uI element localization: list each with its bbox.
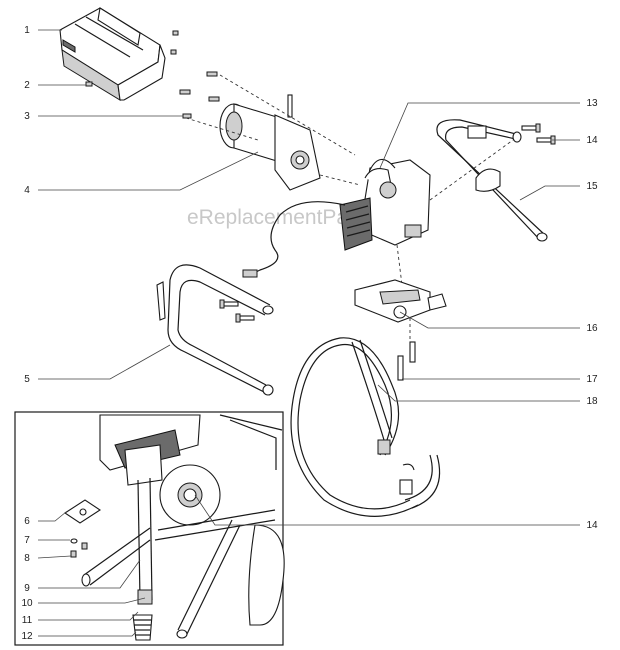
assembly-dash-line bbox=[219, 74, 356, 156]
assembly-dash-line bbox=[185, 117, 259, 141]
callout-label: 16 bbox=[586, 323, 598, 334]
power-cord bbox=[249, 201, 346, 276]
motor-assembly-part bbox=[219, 94, 321, 191]
handle-part bbox=[436, 119, 548, 242]
callout-label: 13 bbox=[586, 98, 598, 109]
callout-label: 17 bbox=[586, 374, 598, 385]
callout-label: 14 bbox=[586, 520, 598, 531]
callout-label: 10 bbox=[21, 598, 33, 609]
callout-label: 3 bbox=[24, 111, 30, 122]
inset-machine-detail bbox=[81, 414, 285, 639]
callout-label: 12 bbox=[21, 631, 33, 642]
pump-housing-part bbox=[339, 158, 431, 251]
frame-bolts bbox=[219, 299, 255, 323]
callout-label: 5 bbox=[24, 374, 30, 385]
callout-label: 9 bbox=[24, 583, 30, 594]
callout-label: 2 bbox=[24, 80, 30, 91]
fluid-bolts bbox=[397, 341, 416, 381]
hose-assembly-part bbox=[290, 337, 441, 517]
assembly-dash-line bbox=[429, 134, 521, 201]
inset-small-parts bbox=[63, 499, 153, 641]
motor-cover-part bbox=[59, 7, 166, 101]
frame-leg-part bbox=[156, 264, 274, 396]
assembly-dash-line bbox=[396, 244, 403, 286]
callout-label: 14 bbox=[586, 135, 598, 146]
detail-inset-box bbox=[14, 411, 284, 646]
inset-callout-labels: 6 7 8 9 10 11 12 14 bbox=[21, 516, 598, 642]
callout-label: 11 bbox=[22, 615, 33, 626]
callout-labels-left: 1 2 3 4 5 bbox=[24, 25, 30, 385]
callout-label: 7 bbox=[24, 535, 30, 546]
callout-labels-right: 13 14 15 16 17 18 bbox=[586, 98, 598, 407]
leader-lines bbox=[37, 29, 580, 637]
callout-label: 15 bbox=[586, 181, 598, 192]
cord-connector bbox=[242, 269, 258, 278]
handle-bolts bbox=[521, 123, 556, 145]
callout-label: 8 bbox=[24, 553, 30, 564]
callout-label: 4 bbox=[24, 185, 30, 196]
callout-label: 6 bbox=[24, 516, 30, 527]
callout-label: 1 bbox=[24, 25, 30, 36]
assembly-dash-line bbox=[319, 174, 361, 186]
callout-label: 18 bbox=[586, 396, 598, 407]
fluid-section-part bbox=[354, 279, 447, 323]
